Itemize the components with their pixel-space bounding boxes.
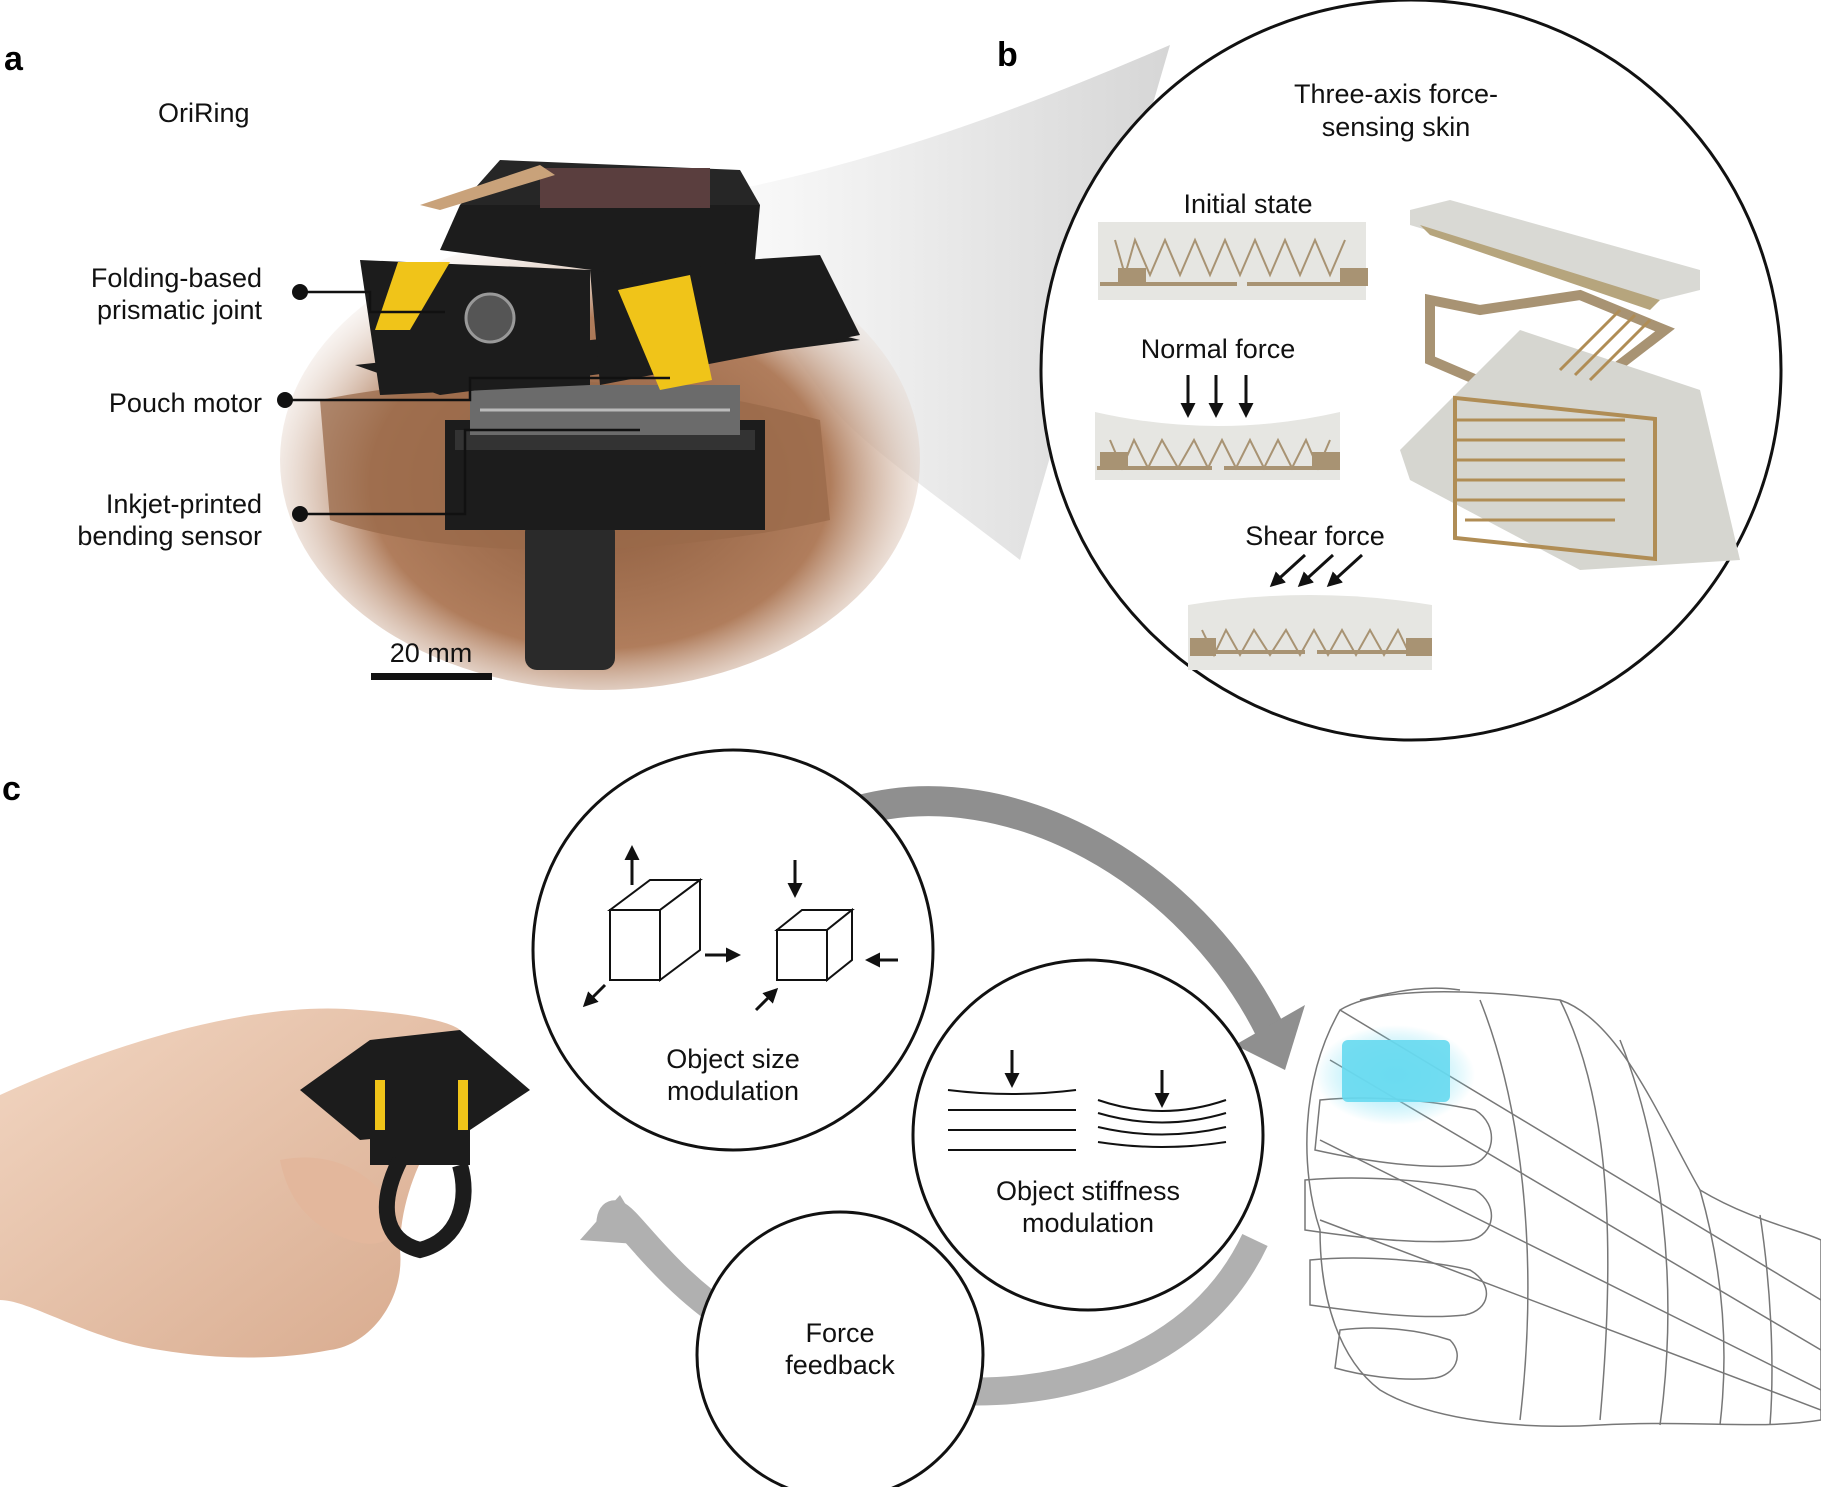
- panel-a-letter: a: [4, 40, 24, 78]
- callout-label-sensor-1: Inkjet-printed: [106, 489, 262, 519]
- hand-with-oriring-photo: [0, 1008, 530, 1358]
- panel-b-letter: b: [997, 36, 1018, 74]
- state-shear-label: Shear force: [1245, 521, 1385, 551]
- callout-dot-motor: [277, 392, 293, 408]
- normal-force-arrows: [1180, 375, 1254, 418]
- skin-shear: [1188, 595, 1432, 670]
- skin-normal: [1095, 412, 1340, 480]
- circle-force-label-2: feedback: [785, 1350, 895, 1380]
- stiffness-diagram: [947, 1089, 1227, 1151]
- callout-label-joint-2: prismatic joint: [97, 295, 263, 325]
- size-arrows: [582, 845, 898, 1012]
- vr-contact-highlight: [1342, 1040, 1450, 1102]
- shear-force-arrows: [1269, 553, 1364, 588]
- panel-b-title-1: Three-axis force-: [1294, 79, 1498, 109]
- circle-force-feedback: [695, 1210, 985, 1487]
- cube-small-icon: [774, 907, 855, 983]
- state-normal-label: Normal force: [1141, 334, 1296, 364]
- callout-dot-joint: [292, 284, 308, 300]
- circle-size-label-1: Object size: [666, 1044, 800, 1074]
- circle-stiffness-label-2: modulation: [1022, 1208, 1154, 1238]
- panel-b-title-2: sensing skin: [1322, 112, 1471, 142]
- circle-stiffness-modulation: [911, 958, 1265, 1312]
- scalebar-label: 20 mm: [390, 638, 473, 668]
- cube-large-icon: [607, 878, 703, 982]
- skin-exploded-view: [1400, 200, 1740, 570]
- callout-leaders: [285, 290, 670, 516]
- circle-stiffness-label-1: Object stiffness: [996, 1176, 1180, 1206]
- panel-a-title: OriRing: [158, 98, 250, 128]
- scalebar: [371, 673, 492, 680]
- cycle-arrow-bottom-head: [580, 1195, 650, 1245]
- state-initial-label: Initial state: [1183, 189, 1312, 219]
- cycle-arrow-top-head: [1235, 1005, 1305, 1070]
- callout-label-joint-1: Folding-based: [91, 263, 262, 293]
- circle-force-label-1: Force: [805, 1318, 874, 1348]
- callout-dot-sensor: [292, 506, 308, 522]
- circle-size-label-2: modulation: [667, 1076, 799, 1106]
- skin-initial: [1098, 222, 1368, 300]
- callout-label-motor: Pouch motor: [109, 388, 262, 418]
- cycle-arrow-top: [856, 786, 1284, 1037]
- stiffness-arrows: [1004, 1050, 1170, 1108]
- panel-c-letter: c: [2, 770, 21, 808]
- oriring-photo: [280, 160, 920, 690]
- callout-label-sensor-2: bending sensor: [77, 521, 262, 551]
